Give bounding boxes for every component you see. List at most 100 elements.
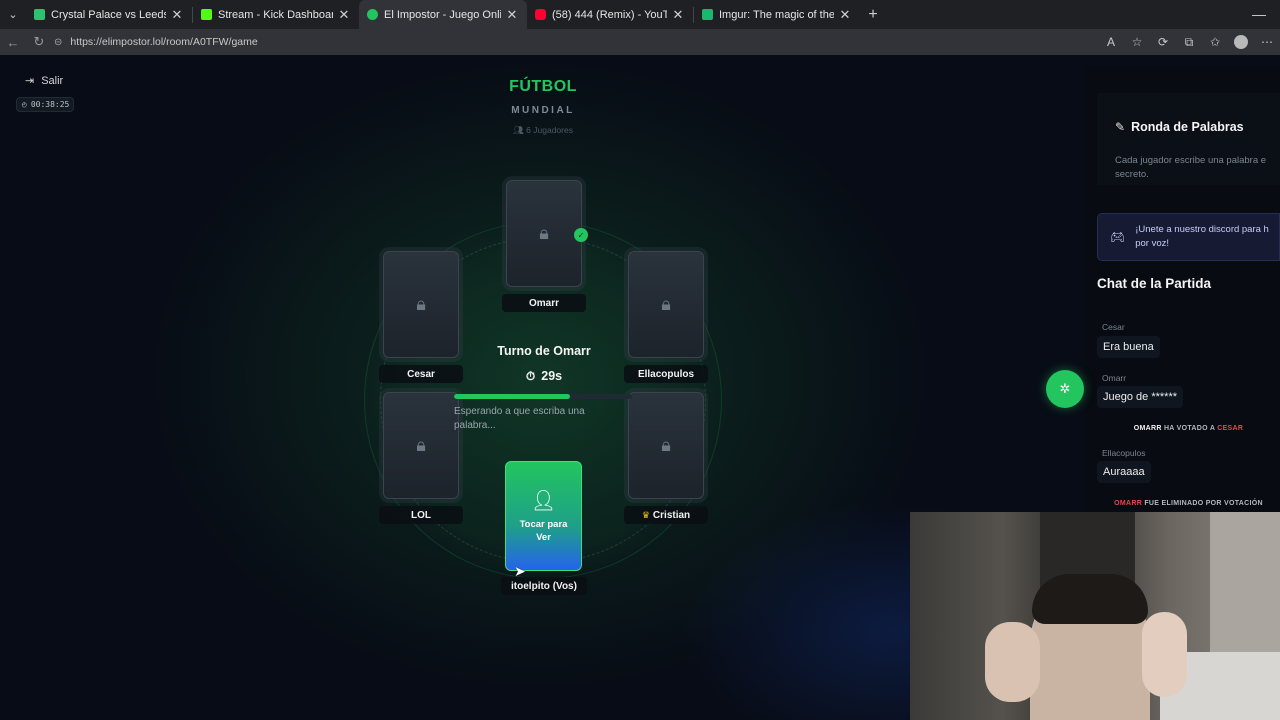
mouse-cursor-icon: ➤ [514,563,526,579]
browser-tab-el-impostor[interactable]: El Impostor - Juego Online Gratis ✕ [359,0,527,29]
system-action: FUE ELIMINADO POR VOTACIÓN [1144,500,1263,507]
favorite-star-icon[interactable]: ☆ [1131,35,1143,49]
webcam-overlay [910,512,1280,720]
favorites-icon[interactable]: ✩ [1209,35,1221,49]
turn-progress-fill [454,394,570,399]
my-card-tap-to-view[interactable]: 👤︎ Tocar para Ver [505,461,582,571]
player-name-omarr: Omarr [502,294,586,312]
chat-message-author: Cesar [1102,322,1125,332]
browser-address-bar: ← ↻ ⊝ https://elimpostor.lol/room/A0TFW/… [0,29,1280,55]
close-tab-icon[interactable]: ✕ [338,6,350,22]
chat-message: Auraaaa [1097,461,1151,483]
browser-tab-crystal-palace[interactable]: Crystal Palace vs Leeds - marcador ✕ [26,0,192,29]
close-tab-icon[interactable]: ✕ [672,6,684,22]
chat-message-author: Omarr [1102,373,1127,383]
system-action: HA VOTADO A [1163,425,1215,432]
tap-to-view-label: Tocar para Ver [519,519,568,543]
chat-title: Chat de la Partida [1097,276,1212,291]
exit-button[interactable]: ⇥ Salir [25,74,64,88]
reload-icon[interactable]: ↻ [33,34,45,49]
player-card-cristian[interactable]: 🔒︎ [628,392,704,499]
system-actor: OMARR [1133,425,1162,432]
game-page: ⇥ Salir ◴ 00:38:25 FÚTBOL MUNDIAL 👥︎ 6 J… [0,55,1280,720]
chat-message: Juego de ****** [1097,386,1184,408]
player-card-ellacopulos[interactable]: 🔒︎ [628,251,704,358]
waiting-text: Esperando a que escriba una palabra... [454,406,585,431]
address-bar-actions: A ☆ ⟳ ⧉ ✩ ⋯ [1098,29,1280,55]
url-text: https://elimpostor.lol/room/A0TFW/game [70,36,258,48]
site-info-icon[interactable]: ⊝ [54,36,63,48]
browser-tab-kick[interactable]: Stream - Kick Dashboard ✕ [193,0,359,29]
category-title: FÚTBOL [509,78,577,95]
stopwatch-icon: ⏱︎ [525,369,536,383]
tab-title: Imgur: The magic of the Internet [719,8,834,21]
more-menu-icon[interactable]: ⋯ [1261,35,1273,49]
turn-progress-bar [454,394,632,399]
player-name-cristian-text: Cristian [652,509,691,521]
browser-tab-bar: ⌄ Crystal Palace vs Leeds - marcador ✕ S… [0,0,1280,29]
url-field[interactable]: ⊝ https://elimpostor.lol/room/A0TFW/game [54,32,1108,52]
split-screen-icon[interactable]: ⧉ [1184,34,1194,49]
round-title-text: Ronda de Palabras [1131,120,1244,134]
favicon-icon [702,9,713,20]
player-name-me: itoelpito (Vos) [501,577,587,595]
favicon-icon [535,9,546,20]
players-count-text: 6 Jugadores [526,125,573,135]
player-name-lol: LOL [379,506,463,524]
crown-icon: ♛ [641,509,650,520]
new-tab-plus-icon[interactable]: + [868,5,878,23]
system-message-vote: OMARR HA VOTADO A CESAR [1097,425,1280,432]
round-desc-line: Cada jugador escribe una palabra e [1115,155,1267,166]
tab-title: Crystal Palace vs Leeds - marcador [51,8,166,21]
lock-icon: 🔒︎ [661,435,671,455]
round-description: Cada jugador escribe una palabra e secre… [1115,154,1280,182]
turn-time-text: 29s [541,369,563,383]
discord-icon: 🎮︎ [1110,230,1126,244]
tab-title: (58) 444 (Remix) - YouTube [552,8,667,21]
tab-separator [693,6,694,23]
round-title: ✎ Ronda de Palabras [1115,120,1244,134]
back-arrow-icon[interactable]: ← [6,34,20,50]
discord-banner[interactable]: 🎮︎ ¡Unete a nuestro discord para h por v… [1097,213,1280,261]
player-card-cesar[interactable]: 🔒︎ [383,251,459,358]
close-tab-icon[interactable]: ✕ [506,6,518,22]
profile-avatar-icon[interactable] [1234,35,1248,49]
exit-label: Salir [41,74,64,87]
player-card-omarr[interactable]: 🔒︎ [506,180,582,287]
floating-action-button[interactable]: ✲ [1046,370,1084,408]
browser-tab-youtube[interactable]: (58) 444 (Remix) - YouTube ✕ [527,0,693,29]
read-aloud-icon[interactable]: A [1106,35,1115,49]
discord-text-line: ¡Unete a nuestro discord para h [1135,224,1269,235]
lock-icon: 🔒︎ [416,294,426,314]
close-tab-icon[interactable]: ✕ [839,6,851,22]
tab-title: Stream - Kick Dashboard [218,8,333,21]
turn-title: Turno de Omarr [497,344,591,358]
system-target: CESAR [1217,425,1244,432]
person-icon: 👤︎ [530,490,557,512]
exit-icon: ⇥ [25,75,35,87]
clock-icon: ◴ [22,100,27,109]
close-tab-icon[interactable]: ✕ [171,6,183,22]
category-subtitle: MUNDIAL [511,105,575,116]
elapsed-timer: ◴ 00:38:25 [16,97,74,112]
player-name-cristian: ♛Cristian [624,506,708,524]
discord-text-line: por voz! [1135,238,1170,249]
webcam-person-hair [1032,574,1148,624]
favicon-icon [367,9,378,20]
player-card-lol[interactable]: 🔒︎ [383,392,459,499]
lock-icon: 🔒︎ [539,223,549,243]
lock-icon: 🔒︎ [416,435,426,455]
favicon-icon [201,9,212,20]
round-desc-line: secreto. [1115,169,1149,180]
webcam-person-hand [1142,612,1187,697]
browser-tab-imgur[interactable]: Imgur: The magic of the Internet ✕ [694,0,860,29]
extensions-icon[interactable]: ⟳ [1157,35,1169,49]
tab-list-chevron-icon[interactable]: ⌄ [8,9,18,21]
users-icon: 👥︎ [513,125,527,135]
lock-icon: 🔒︎ [661,294,671,314]
player-name-cesar: Cesar [379,365,463,383]
elapsed-time: 00:38:25 [30,100,70,109]
tab-separator [192,6,193,23]
window-minimize-icon[interactable]: — [1252,6,1266,22]
pencil-icon: ✎ [1115,120,1126,134]
